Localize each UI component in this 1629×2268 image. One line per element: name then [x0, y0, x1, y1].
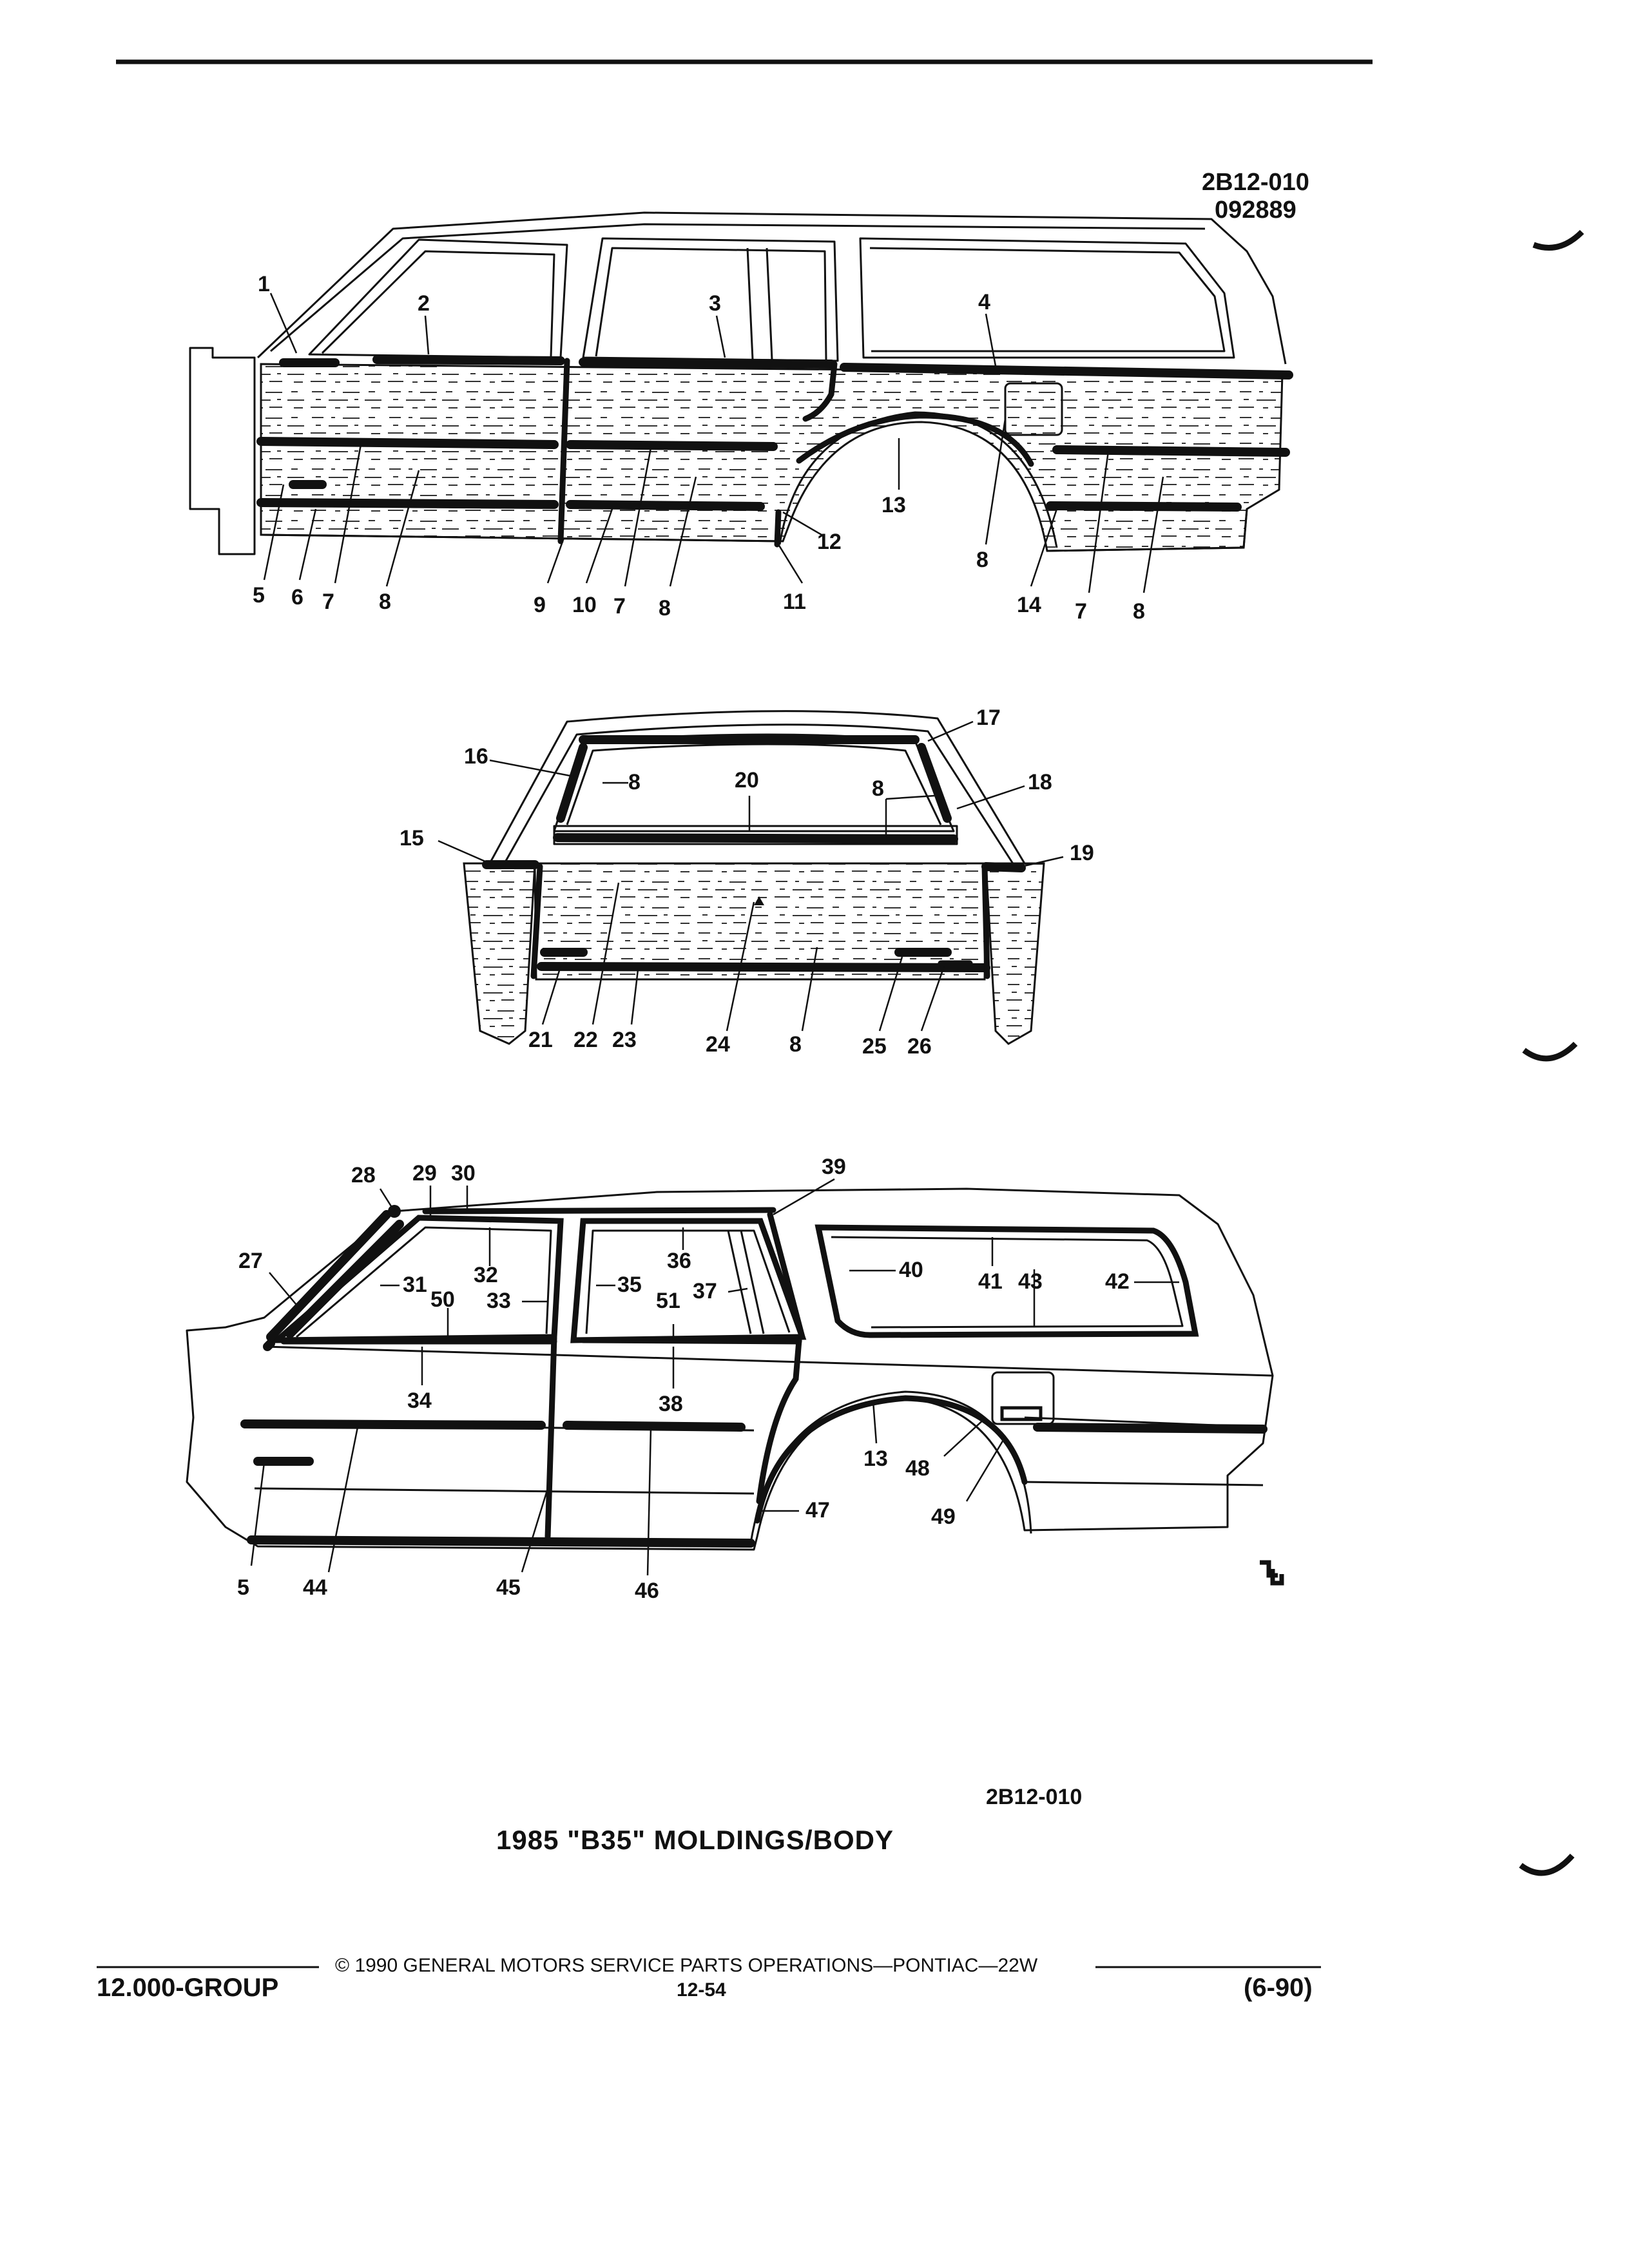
callout: 45 [496, 1575, 521, 1600]
footer-date: (6-90) [1244, 1974, 1313, 2002]
callouts-view2: 15 16 8 20 8 17 18 19 21 22 23 24 8 25 2… [400, 706, 1094, 1059]
callout: 29 [412, 1161, 437, 1186]
callout: 48 [905, 1456, 930, 1481]
leaders-view3 [250, 1178, 1179, 1576]
callout: 32 [474, 1263, 498, 1287]
callout: 3 [709, 291, 721, 316]
callout: 7 [322, 590, 334, 614]
callout: 33 [487, 1289, 511, 1313]
callout: 28 [351, 1163, 376, 1187]
figure-code-bottom: 2B12-010 [986, 1785, 1082, 1809]
callout: 8 [659, 596, 671, 620]
callout: 9 [534, 593, 546, 617]
callout: 18 [1028, 770, 1052, 794]
callout: 43 [1018, 1269, 1043, 1294]
callout: 1 [258, 272, 270, 296]
callout: 5 [237, 1575, 249, 1600]
callout: 2 [418, 291, 430, 316]
callout: 38 [659, 1392, 683, 1416]
callout: 44 [303, 1575, 327, 1600]
binding-mark [1522, 1041, 1578, 1062]
callout: 40 [899, 1258, 923, 1282]
callout: 11 [783, 590, 806, 614]
binding-mark [1532, 229, 1585, 251]
callout: 24 [706, 1032, 730, 1057]
callouts-view3: 28 29 30 39 27 31 32 33 35 36 37 40 41 4… [237, 1155, 1130, 1603]
callout: 10 [572, 593, 597, 617]
callout: 13 [863, 1446, 888, 1471]
footer-page-number: 12-54 [677, 1979, 726, 2001]
callout: 31 [403, 1273, 427, 1297]
callout: 41 [978, 1269, 1003, 1294]
callout: 15 [400, 826, 424, 850]
callout: 49 [931, 1504, 956, 1529]
callout: 16 [464, 744, 488, 769]
callout: 8 [379, 590, 391, 614]
side-view-plain [186, 1187, 1284, 1586]
callout: 35 [617, 1273, 642, 1297]
callout: 6 [291, 585, 304, 610]
callout: 47 [805, 1498, 830, 1523]
callouts-view1: 1 2 3 4 5 6 7 8 9 10 7 8 11 12 13 8 14 7… [253, 272, 1145, 624]
callout: 8 [872, 776, 884, 801]
callout: 7 [1075, 599, 1087, 624]
callout: 17 [976, 706, 1001, 730]
callout: 36 [667, 1249, 691, 1273]
callout: 30 [451, 1161, 476, 1186]
binding-mark [1519, 1853, 1575, 1876]
callout: 5 [253, 583, 265, 608]
figure-date-top: 092889 [1215, 197, 1296, 224]
callout: 12 [817, 530, 842, 554]
page-title: 1985 "B35" MOLDINGS/BODY [496, 1825, 894, 1855]
callout: 51 [656, 1289, 680, 1313]
callout: 34 [407, 1389, 432, 1413]
callout: 50 [430, 1287, 455, 1312]
callout: 14 [1017, 593, 1041, 617]
leaders-view2 [438, 720, 1064, 1032]
leaders-view1 [263, 293, 1164, 593]
figure-code-top: 2B12-010 [1202, 169, 1309, 196]
callout: 46 [635, 1579, 659, 1603]
callout: 26 [907, 1034, 932, 1059]
callout: 22 [574, 1028, 598, 1052]
footer-copyright: © 1990 GENERAL MOTORS SERVICE PARTS OPER… [335, 1955, 1038, 1976]
callout: 20 [735, 768, 759, 793]
footer-group: 12.000-GROUP [97, 1974, 278, 2002]
callout: 37 [693, 1279, 717, 1303]
callout: 19 [1070, 841, 1094, 865]
side-view-woodgrain [189, 211, 1293, 555]
callout: 27 [238, 1249, 263, 1273]
callout: 8 [628, 770, 641, 794]
rear-view [463, 710, 1045, 1045]
callout: 25 [862, 1034, 887, 1059]
callout: 42 [1105, 1269, 1130, 1294]
callout: 23 [612, 1028, 637, 1052]
callout: 8 [1133, 599, 1145, 624]
callout: 4 [978, 290, 990, 314]
callout: 13 [882, 493, 906, 517]
callout: 8 [976, 548, 988, 572]
callout: 8 [789, 1032, 802, 1057]
callout: 7 [613, 594, 626, 619]
callout: 21 [528, 1028, 553, 1052]
callout: 39 [822, 1155, 846, 1179]
